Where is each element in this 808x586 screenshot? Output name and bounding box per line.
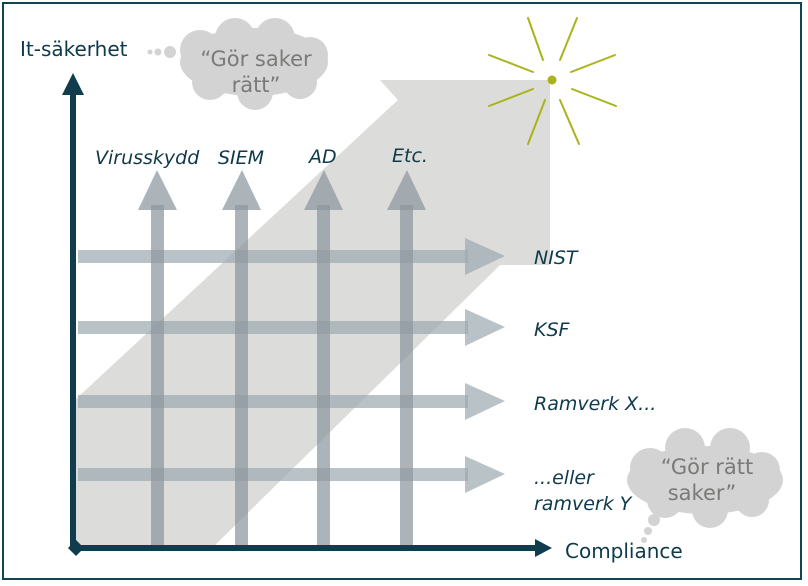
label-ramverk-x: Ramverk X... [534,393,656,415]
horizontal-arrows [78,238,505,493]
label-ad: AD [307,146,337,168]
origin-diamond [68,540,84,556]
horizontal-arrow-ksf [78,309,505,346]
label-virusskydd: Virusskydd [95,147,200,169]
horizontal-arrow-ramverk-y [78,456,505,493]
y-axis-label: It-säkerhet [20,37,128,61]
vertical-arrow-etc [387,170,426,545]
vertical-arrows [138,170,426,545]
label-siem: SIEM [218,147,264,169]
thought-bubble-top-line2: rätt” [232,73,281,97]
thought-bubble-top-line1: “Gör saker [200,47,312,71]
label-ksf: KSF [534,319,571,341]
x-axis [72,539,552,557]
vertical-arrow-virusskydd [138,170,177,545]
thought-bubble-bottom [627,428,783,543]
vertical-arrow-ad [304,170,343,545]
label-nist: NIST [534,247,579,269]
sun-icon [488,17,617,145]
y-axis [62,73,84,547]
label-ramverk-y-line1: ...eller [534,467,595,489]
x-axis-label: Compliance [565,539,683,563]
thought-bubble-bottom-line1: “Gör rätt [661,455,754,479]
label-ramverk-y-line2: ramverk Y [534,493,633,515]
horizontal-arrow-nist [78,238,505,275]
label-etc: Etc. [392,145,428,167]
thought-bubble-bottom-line2: saker” [668,481,737,505]
thought-bubble-top [147,18,328,110]
horizontal-arrow-ramverk-x [78,383,505,420]
big-diagonal-arrow-body [75,80,550,545]
vertical-arrow-siem [222,170,261,545]
